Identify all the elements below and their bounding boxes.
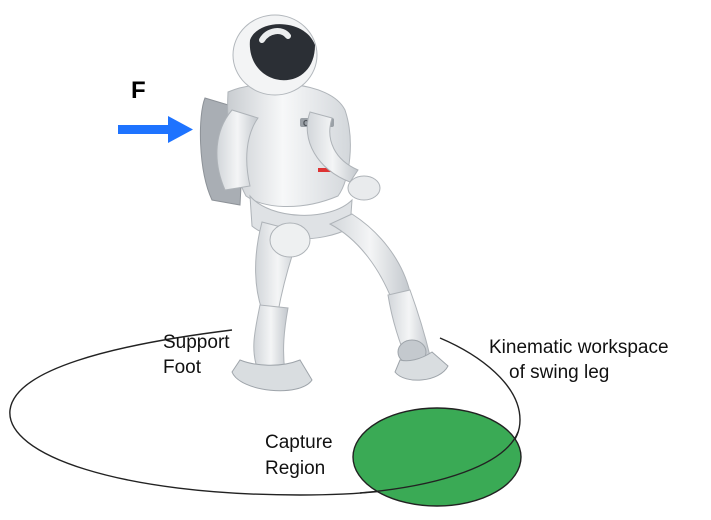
- kinematic-workspace-label-line2: of swing leg: [509, 362, 610, 383]
- force-arrow-icon: [118, 116, 193, 143]
- humanoid-robot: OMI: [199, 14, 449, 392]
- capture-region-label-line1: Capture: [265, 432, 333, 453]
- kinematic-workspace-label-line1: Kinematic workspace: [489, 337, 669, 358]
- force-label: F: [131, 77, 146, 104]
- support-foot-label-line1: Support: [163, 332, 230, 353]
- capture-region-label-line2: Region: [265, 458, 326, 479]
- capture-region-ellipse: [352, 407, 522, 507]
- support-foot-label-line2: Foot: [163, 357, 202, 378]
- workspace-outline-overlap: [359, 431, 519, 494]
- kinematic-workspace-outline: [9, 329, 521, 496]
